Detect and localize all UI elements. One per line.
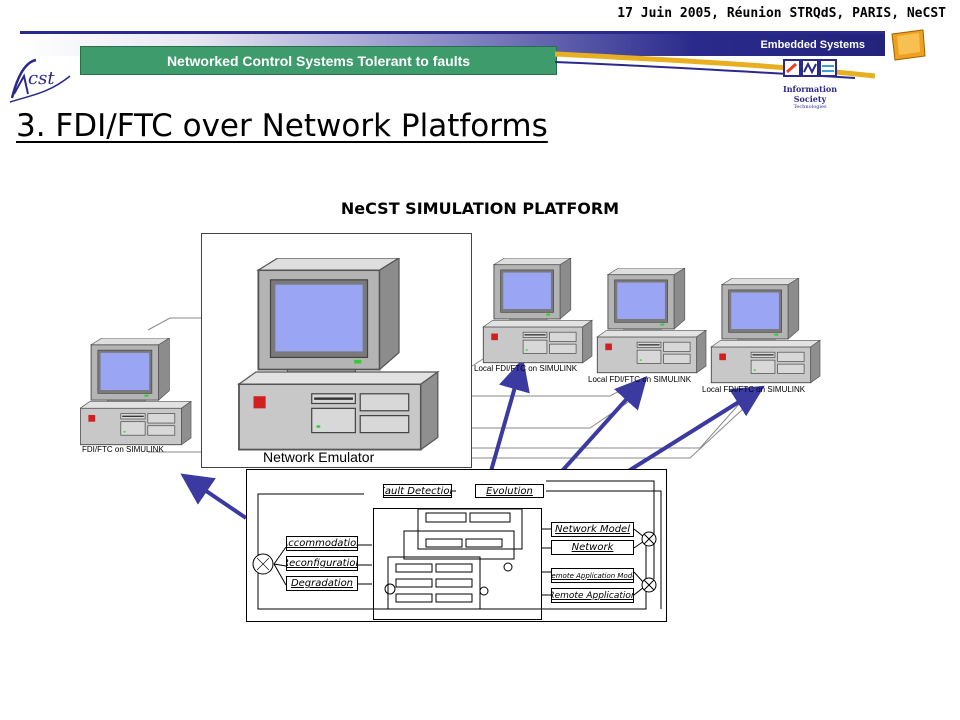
remote-application-block: Remote Application [551,588,634,603]
network-model-block: Network Model [551,522,634,537]
evolution-label: Evolution [486,485,533,497]
network-emulator-label: Network Emulator [263,449,375,465]
remote-app-model-label: Remote Application Model [551,571,634,580]
remote-app-model-block: Remote Application Model [551,568,634,583]
ist-logo-subtext: Technologies [793,104,827,110]
project-tab-label: Networked Control Systems Tolerant to fa… [166,52,471,69]
local-computer-1-label: Local FDI/FTC on SIMULINK [474,364,578,373]
local-computer-2 [596,268,707,374]
reconfiguration-block: Reconfiguration [286,556,358,571]
remote-application-label: Remote Application [551,590,634,601]
local-computer-3 [710,278,821,384]
project-tab: Networked Control Systems Tolerant to fa… [80,46,557,75]
local-computer-2-label: Local FDI/FTC on SIMULINK [588,375,692,384]
slide-title: 3. FDI/FTC over Network Platforms [16,108,548,144]
left-computer-label: FDI/FTC on SIMULINK [82,445,164,454]
ist-logo-text: Information Society [782,84,838,104]
accommodation-block: Accommodation [286,536,358,551]
fault-detection-label: Fault Detection [384,485,452,497]
reconfiguration-label: Reconfiguration [286,558,358,569]
network-emulator-computer [238,258,439,451]
flag-icon [891,29,926,61]
degradation-block: Degradation [286,576,358,591]
local-computer-1 [482,258,593,364]
accommodation-label: Accommodation [287,538,357,549]
necst-logo: cst [9,58,71,103]
network-model-label: Network Model [555,524,630,535]
embedded-systems-label: Embedded Systems [760,39,865,51]
left-computer [80,338,192,446]
header-band-line [20,31,885,34]
necst-logo-text: cst [28,68,55,89]
degradation-label: Degradation [290,578,354,589]
date-line: 17 Juin 2005, Réunion STRQdS, PARIS, NeC… [617,6,946,21]
diagram-title: NeCST SIMULATION PLATFORM [340,199,620,218]
network-label: Network [571,542,614,553]
local-computer-3-label: Local FDI/FTC on SIMULINK [702,385,806,394]
ist-logo: Information Society Technologies [770,58,850,110]
simulink-wiring [252,480,662,610]
evolution-block: Evolution [475,484,544,498]
ist-logo-icons [783,59,837,77]
fault-detection-block: Fault Detection [383,484,452,498]
network-block: Network [551,540,634,555]
